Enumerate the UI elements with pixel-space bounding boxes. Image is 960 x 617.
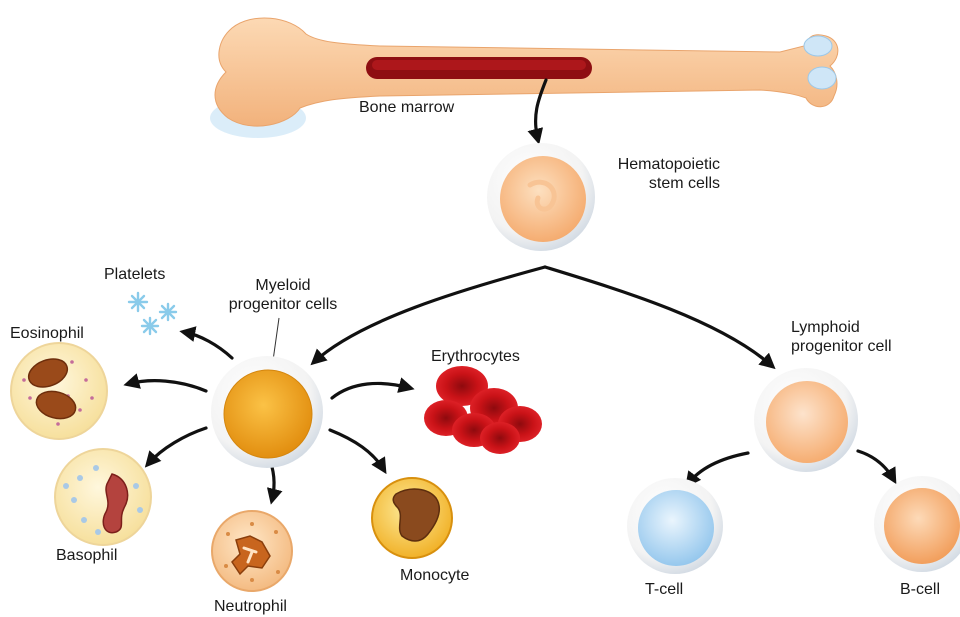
bone-illustration xyxy=(210,18,838,138)
neutrophil-cell xyxy=(212,511,292,591)
erythrocytes-cluster xyxy=(424,366,542,454)
arrow-hsc-to-lymphoid xyxy=(545,267,772,366)
myeloid-progenitor-cell xyxy=(211,356,323,468)
arrow-to-erythrocytes xyxy=(332,383,410,398)
b-cell xyxy=(874,476,960,572)
label-lymphoid-progenitor: Lymphoid progenitor cell xyxy=(791,318,892,356)
label-basophil: Basophil xyxy=(56,546,117,565)
label-monocyte: Monocyte xyxy=(400,566,469,585)
arrow-to-basophil xyxy=(148,428,206,464)
label-bone-marrow: Bone marrow xyxy=(359,98,454,117)
monocyte-cell xyxy=(372,478,452,558)
basophil-cell xyxy=(55,449,151,545)
label-myeloid-progenitor: Myeloid progenitor cells xyxy=(203,276,363,314)
t-cell xyxy=(627,478,723,574)
arrow-to-t-cell xyxy=(688,453,748,484)
label-hematopoietic-stem-cells: Hematopoietic stem cells xyxy=(574,155,720,193)
platelets-illustration xyxy=(129,293,176,334)
label-t-cell: T-cell xyxy=(645,580,683,599)
label-erythrocytes: Erythrocytes xyxy=(431,347,520,366)
label-neutrophil: Neutrophil xyxy=(214,597,287,616)
lymphoid-progenitor-cell xyxy=(754,368,858,472)
arrow-to-platelets xyxy=(184,332,232,358)
label-eosinophil: Eosinophil xyxy=(10,324,84,343)
eosinophil-cell xyxy=(11,343,107,439)
label-b-cell: B-cell xyxy=(900,580,940,599)
label-platelets: Platelets xyxy=(104,265,165,284)
arrow-to-b-cell xyxy=(858,451,894,480)
arrow-to-eosinophil xyxy=(128,381,206,391)
arrow-to-monocyte xyxy=(330,430,384,470)
